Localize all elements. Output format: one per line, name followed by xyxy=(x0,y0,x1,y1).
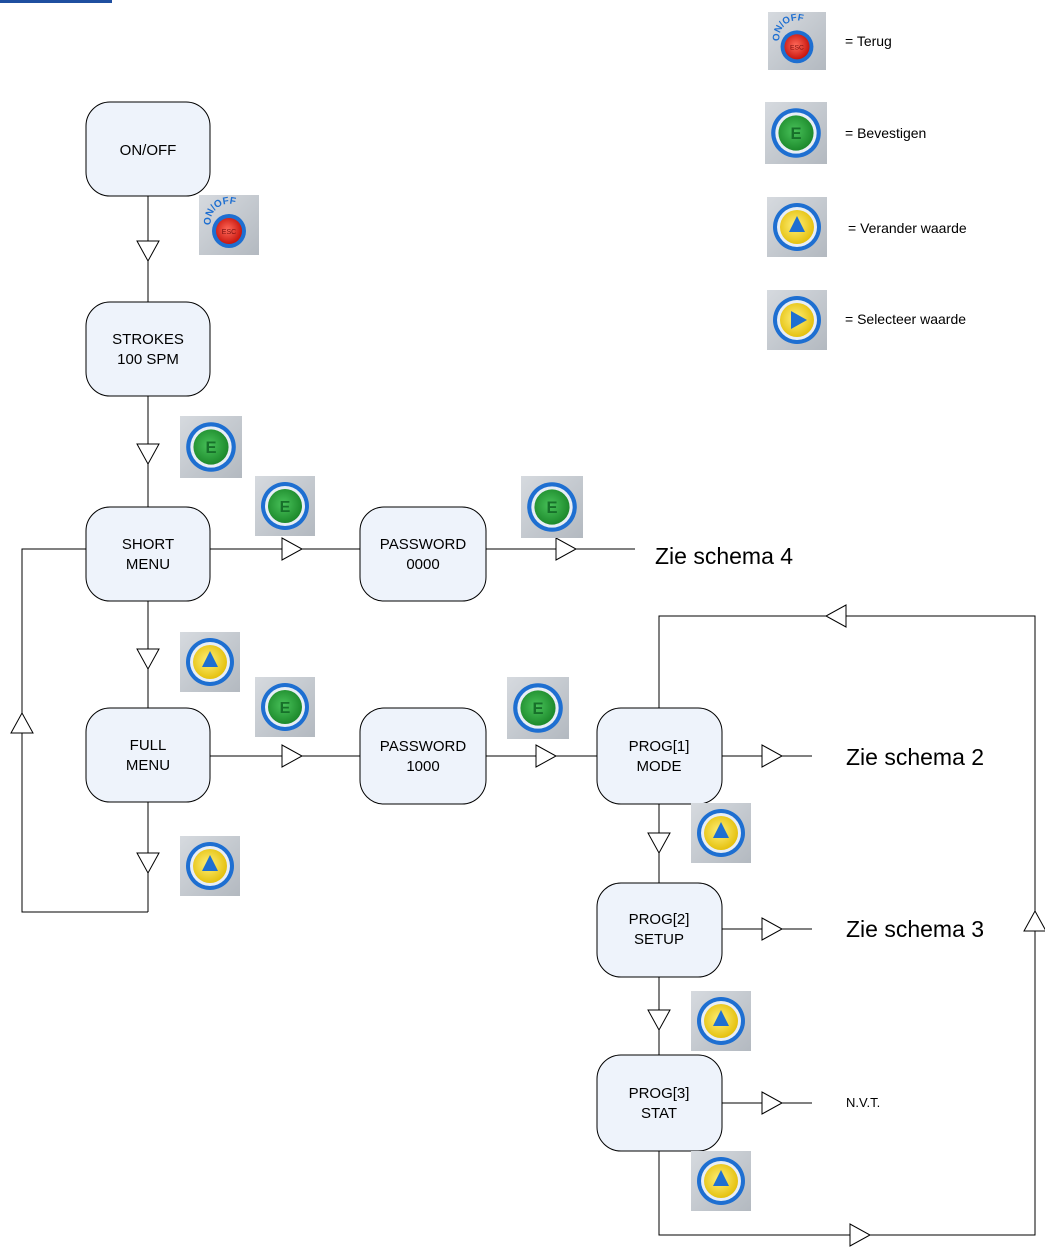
svg-text:STAT: STAT xyxy=(641,1105,677,1122)
arrow-down xyxy=(136,852,160,875)
output-schema-2: Zie schema 2 xyxy=(846,744,984,770)
output-schema-4: Zie schema 4 xyxy=(655,543,793,569)
node-prog3-stat: PROG[3] STAT xyxy=(596,1054,723,1152)
output-nvt: N.V.T. xyxy=(846,1095,880,1110)
arrow-right xyxy=(281,744,304,768)
up-button-icon xyxy=(691,991,751,1051)
arrow-down xyxy=(136,240,160,263)
arrow-right xyxy=(849,1223,872,1247)
node-prog1-mode: PROG[1] MODE xyxy=(596,707,723,805)
arrow-down xyxy=(647,832,671,855)
top-left-underline xyxy=(0,0,112,3)
svg-text:PROG[2]: PROG[2] xyxy=(629,911,690,928)
arrow-up xyxy=(1023,909,1045,932)
arrow-down xyxy=(136,443,160,466)
enter-button-icon xyxy=(255,677,315,737)
svg-text:MENU: MENU xyxy=(126,556,170,573)
up-button-icon xyxy=(691,803,751,863)
output-schema-3: Zie schema 3 xyxy=(846,916,984,942)
svg-text:1000: 1000 xyxy=(406,758,439,775)
node-password-1000: PASSWORD 1000 xyxy=(359,707,487,805)
svg-text:0000: 0000 xyxy=(406,556,439,573)
node-password-0000: PASSWORD 0000 xyxy=(359,506,487,602)
arrow-right xyxy=(761,1091,784,1115)
legend-onoff-icon xyxy=(768,12,826,70)
arrow-right xyxy=(281,537,304,561)
svg-text:SHORT: SHORT xyxy=(122,536,174,553)
node-strokes: STROKES 100 SPM xyxy=(85,301,211,397)
svg-text:SETUP: SETUP xyxy=(634,931,684,948)
legend: = Terug = Bevestigen = Verander waarde =… xyxy=(765,12,967,350)
enter-button-icon xyxy=(507,677,569,739)
onoff-button-icon xyxy=(199,195,259,255)
arrow-left xyxy=(824,604,847,628)
legend-back-label: = Terug xyxy=(845,33,892,49)
legend-up-icon xyxy=(767,197,827,257)
svg-text:ON/OFF: ON/OFF xyxy=(120,142,177,159)
legend-enter-icon xyxy=(765,102,827,164)
svg-text:100 SPM: 100 SPM xyxy=(117,351,179,368)
arrow-right xyxy=(535,744,558,768)
up-button-icon xyxy=(180,836,240,896)
arrow-right xyxy=(555,537,578,561)
legend-change-label: = Verander waarde xyxy=(848,220,967,236)
legend-right-icon xyxy=(767,290,827,350)
node-short-menu: SHORT MENU xyxy=(85,506,211,602)
arrow-right xyxy=(761,917,784,941)
arrow-down xyxy=(136,648,160,671)
svg-text:PASSWORD: PASSWORD xyxy=(380,738,467,755)
arrow-down xyxy=(647,1009,671,1032)
svg-text:MENU: MENU xyxy=(126,757,170,774)
node-prog2-setup: PROG[2] SETUP xyxy=(596,882,723,978)
svg-text:PASSWORD: PASSWORD xyxy=(380,536,467,553)
node-full-menu: FULL MENU xyxy=(85,707,211,803)
svg-text:PROG[3]: PROG[3] xyxy=(629,1085,690,1102)
svg-text:PROG[1]: PROG[1] xyxy=(629,738,690,755)
arrow-up xyxy=(10,711,34,734)
legend-select-label: = Selecteer waarde xyxy=(845,311,966,327)
legend-confirm-label: = Bevestigen xyxy=(845,125,926,141)
enter-button-icon xyxy=(521,476,583,538)
enter-button-icon xyxy=(255,476,315,536)
arrowheads xyxy=(10,240,1045,1247)
up-button-icon xyxy=(691,1151,751,1211)
svg-text:FULL: FULL xyxy=(130,737,167,754)
enter-button-icon xyxy=(180,416,242,478)
svg-text:MODE: MODE xyxy=(637,758,682,775)
up-button-icon xyxy=(180,632,240,692)
arrow-right xyxy=(761,744,784,768)
svg-text:STROKES: STROKES xyxy=(112,331,184,348)
node-onoff: ON/OFF xyxy=(85,101,211,197)
